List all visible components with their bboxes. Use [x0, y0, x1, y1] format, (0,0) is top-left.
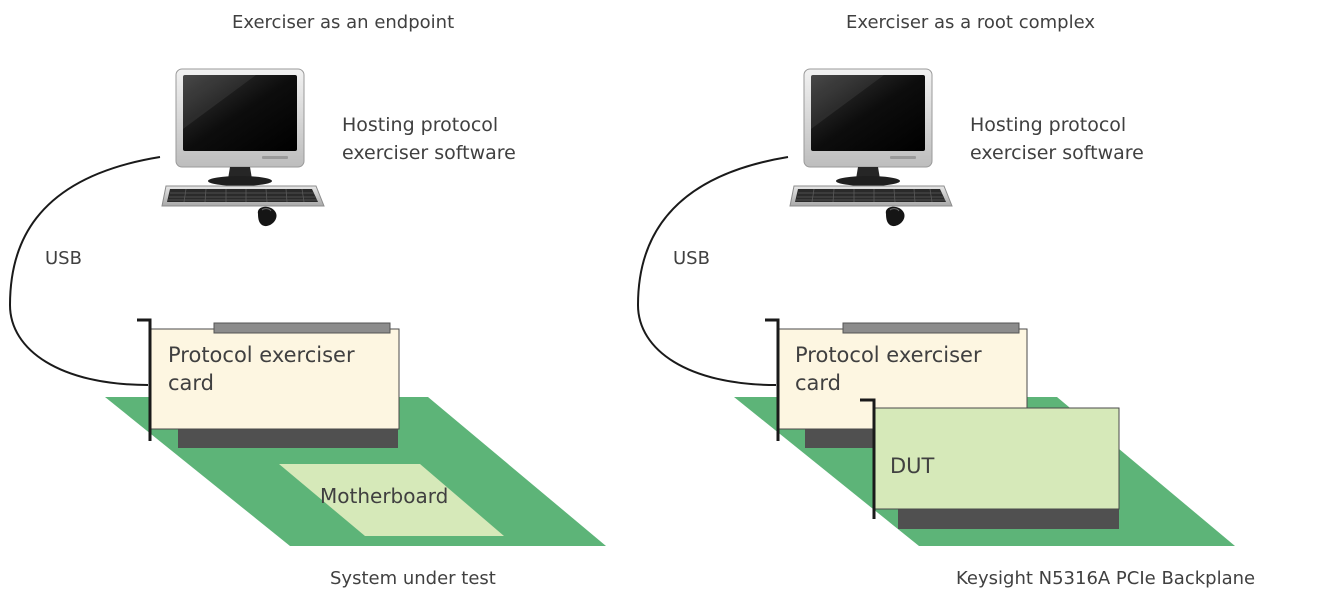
- card-top-bar-left: [213, 322, 391, 334]
- card-top-bar-right: [842, 322, 1020, 334]
- desktop-computer-icon: [789, 68, 953, 227]
- host-label-left: Hosting protocol exerciser software: [342, 112, 516, 167]
- dut-card: [873, 407, 1120, 510]
- host-label-line1: Hosting protocol: [970, 114, 1127, 136]
- card-label-line1: Protocol exerciser: [795, 343, 982, 367]
- caption-system-under-test: System under test: [330, 568, 496, 589]
- dut-connector: [898, 509, 1119, 529]
- host-label-line2: exerciser software: [970, 141, 1144, 164]
- exerciser-card-label-left: Protocol exerciser card: [168, 341, 355, 398]
- usb-label-right: USB: [673, 248, 710, 269]
- usb-label-left: USB: [45, 248, 82, 269]
- card-label-line2: card: [168, 371, 215, 396]
- caption-backplane: Keysight N5316A PCIe Backplane: [956, 568, 1256, 589]
- exerciser-card-label-right: Protocol exerciser card: [795, 341, 982, 398]
- card-label-line1: Protocol exerciser: [168, 343, 355, 367]
- card-connector-right: [805, 429, 875, 448]
- card-connector-left: [178, 429, 398, 448]
- panel-title-endpoint: Exerciser as an endpoint: [232, 12, 455, 33]
- dut-bracket: [860, 398, 876, 519]
- card-bracket-right: [765, 318, 780, 441]
- card-label-line2: card: [795, 371, 842, 396]
- motherboard-area: [279, 464, 504, 536]
- panel-title-root-complex: Exerciser as a root complex: [846, 12, 1095, 33]
- card-bracket-left: [137, 318, 152, 441]
- host-label-line2: exerciser software: [342, 141, 516, 164]
- motherboard-label: Motherboard: [320, 484, 449, 508]
- desktop-computer-icon: [161, 68, 325, 227]
- usb-cable-right: [636, 156, 789, 386]
- host-label-right: Hosting protocol exerciser software: [970, 112, 1144, 167]
- dut-label: DUT: [890, 454, 935, 478]
- usb-cable-left: [8, 156, 161, 386]
- host-label-line1: Hosting protocol: [342, 114, 499, 136]
